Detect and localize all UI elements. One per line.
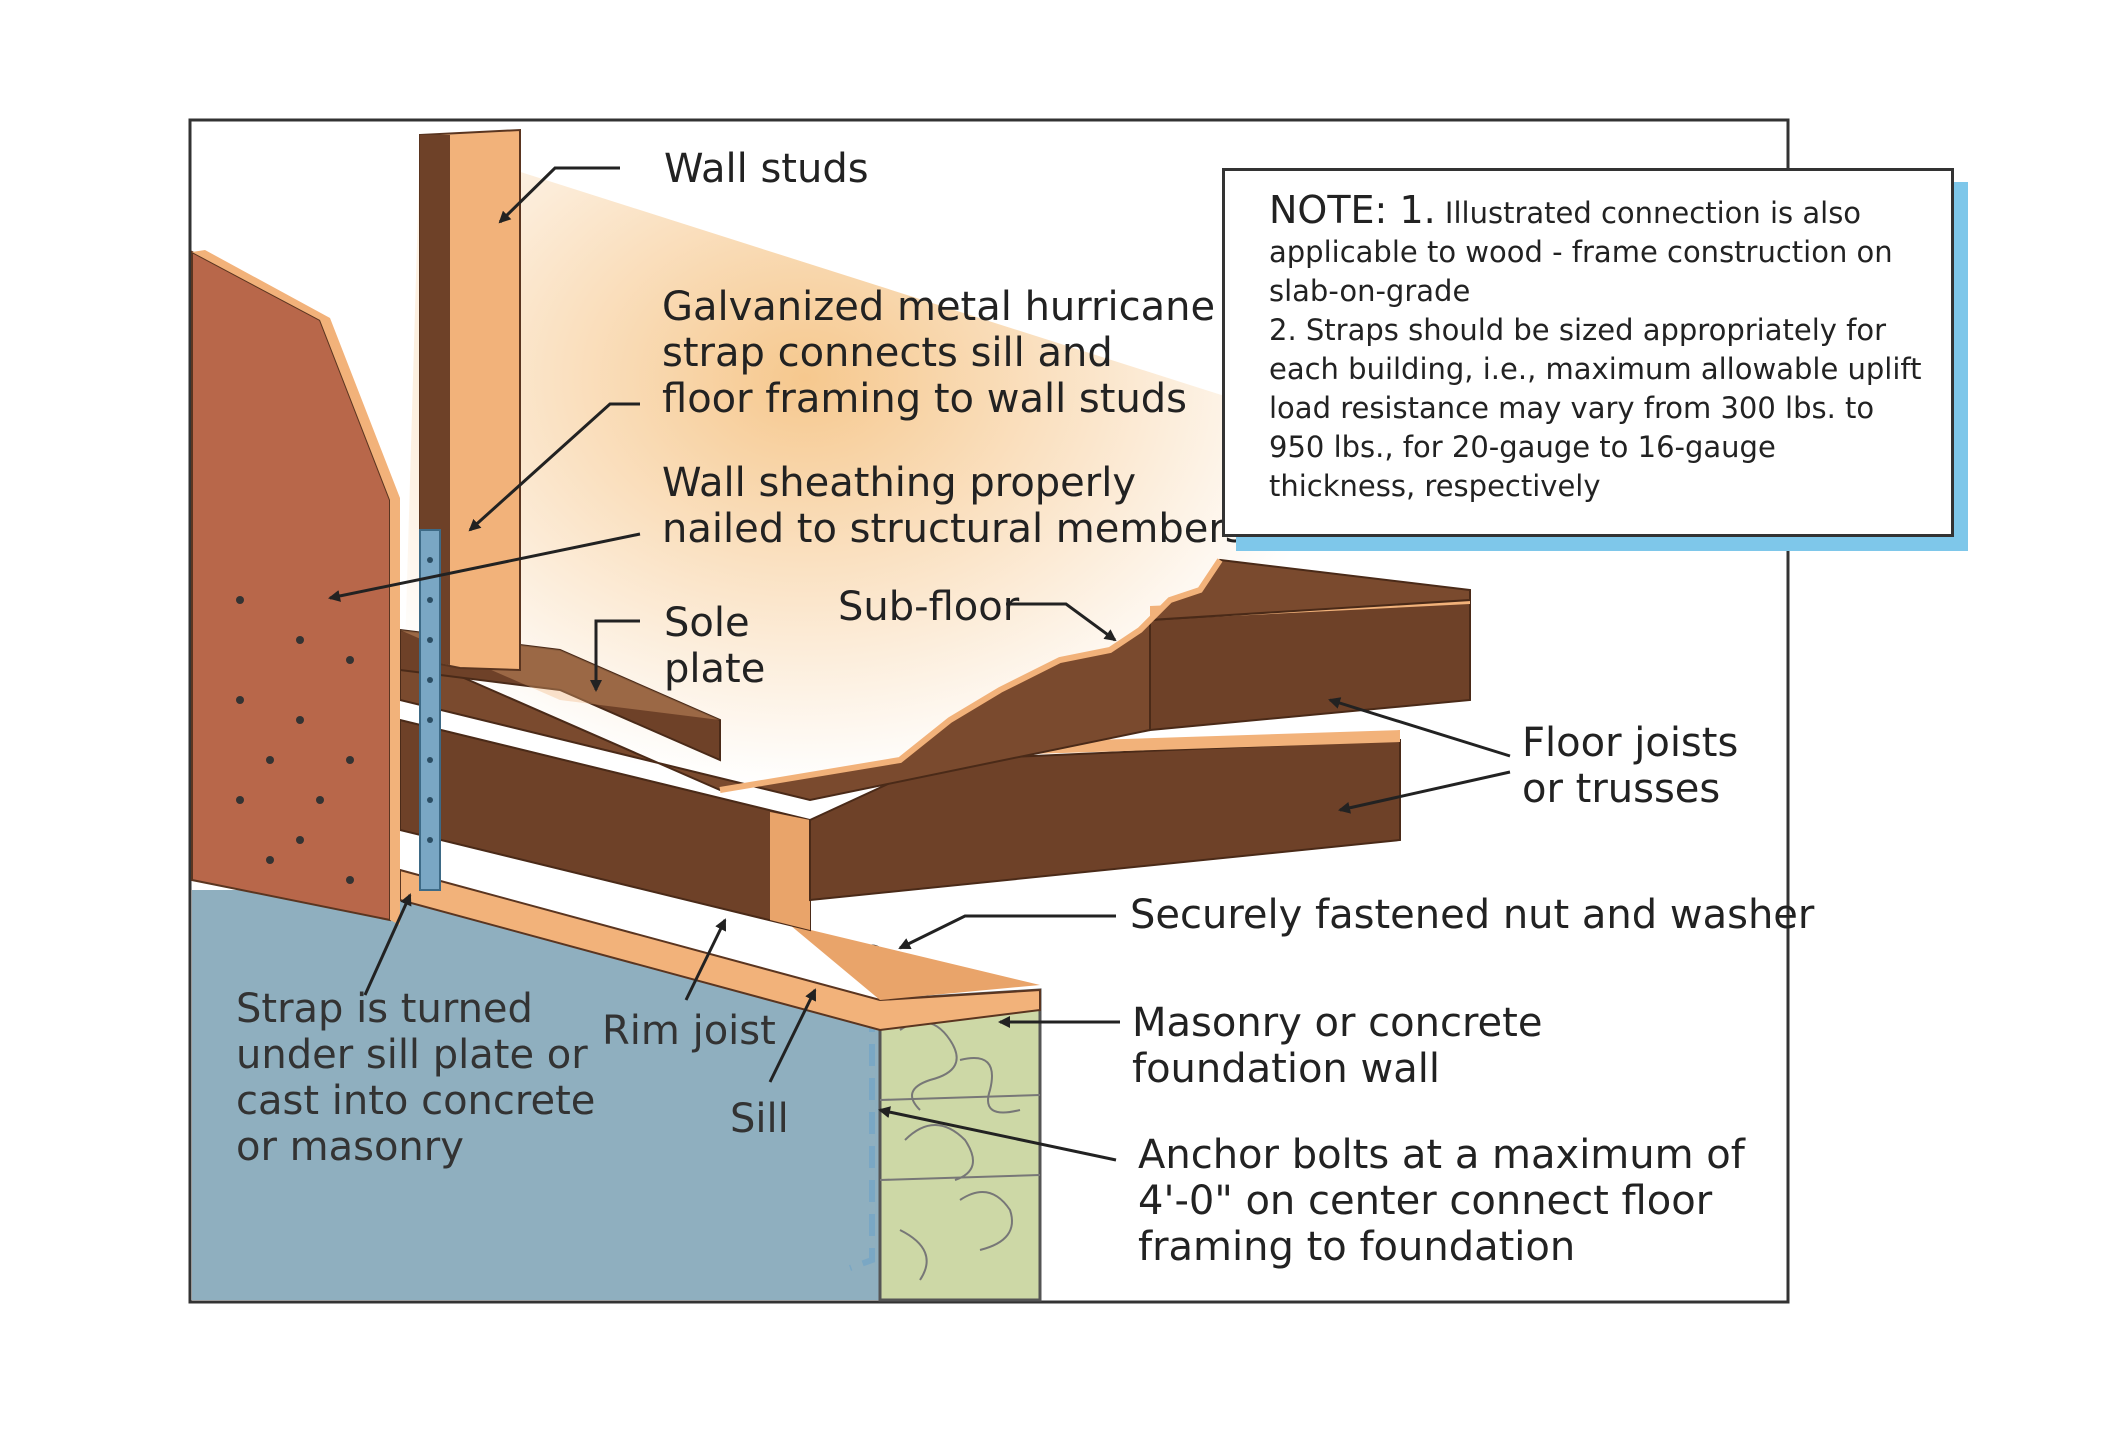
- label-strap-turned: Strap is turned under sill plate or cast…: [236, 986, 595, 1170]
- leader-lines: [328, 166, 1511, 1162]
- note-line: thickness, respectively: [1269, 469, 1601, 503]
- label-line: strap connects sill and: [662, 330, 1113, 376]
- label-line: or masonry: [236, 1124, 464, 1170]
- label-line: foundation wall: [1132, 1046, 1440, 1092]
- label-foundation-wall: Masonry or concrete foundation wall: [1132, 1000, 1542, 1092]
- note-line: each building, i.e., maximum allowable u…: [1269, 352, 1922, 386]
- anchor-bolt: [848, 1010, 875, 1271]
- label-anchor-bolts: Anchor bolts at a maximum of 4'-0" on ce…: [1138, 1132, 1745, 1270]
- label-line: cast into concrete: [236, 1078, 596, 1124]
- label-line: Galvanized metal hurricane: [662, 284, 1216, 330]
- note-line: load resistance may vary from 300 lbs. t…: [1269, 391, 1875, 425]
- hurricane-strap: [419, 529, 441, 891]
- foundation-wall: [878, 988, 1042, 1302]
- label-nut-washer: Securely fastened nut and washer: [1130, 892, 1815, 938]
- label-line: Wall sheathing properly: [662, 460, 1137, 506]
- ground-area: [192, 890, 880, 1300]
- note-text: Illustrated connection is also: [1444, 196, 1862, 230]
- note-line: applicable to wood - frame construction …: [1269, 235, 1893, 269]
- note-heading: NOTE: 1.: [1269, 188, 1436, 232]
- label-line: Sole: [664, 600, 750, 646]
- label-sub-floor: Sub-floor: [838, 584, 1020, 630]
- label-line: Strap is turned: [236, 986, 533, 1032]
- label-rim-joist: Rim joist: [602, 1008, 776, 1054]
- label-line: 4'-0" on center connect floor: [1138, 1178, 1713, 1224]
- label-line: framing to foundation: [1138, 1224, 1576, 1270]
- label-line: under sill plate or: [236, 1032, 588, 1078]
- label-sole-plate: Sole plate: [664, 600, 765, 692]
- background-glow: [400, 140, 1300, 820]
- label-sill: Sill: [730, 1096, 789, 1142]
- label-line: plate: [664, 646, 766, 692]
- label-hurricane-strap: Galvanized metal hurricane strap connect…: [662, 284, 1215, 422]
- note-line-1: NOTE: 1. Illustrated connection is also: [1269, 191, 1929, 233]
- sheathing-nails: [236, 596, 354, 884]
- label-line: Floor joists: [1522, 720, 1739, 766]
- label-line: or trusses: [1522, 766, 1721, 812]
- note-box: NOTE: 1. Illustrated connection is also …: [1222, 168, 1954, 537]
- label-line: Anchor bolts at a maximum of: [1138, 1132, 1745, 1178]
- label-line: nailed to structural members: [662, 506, 1246, 552]
- label-line: floor framing to wall studs: [662, 376, 1188, 422]
- label-floor-joists: Floor joists or trusses: [1522, 720, 1738, 812]
- note-line: slab-on-grade: [1269, 274, 1471, 308]
- label-line: Masonry or concrete: [1132, 1000, 1543, 1046]
- note-line: 950 lbs., for 20-gauge to 16-gauge: [1269, 430, 1776, 464]
- label-wall-sheathing: Wall sheathing properly nailed to struct…: [662, 460, 1246, 552]
- note-line: 2. Straps should be sized appropriately …: [1269, 313, 1887, 347]
- label-wall-studs: Wall studs: [664, 146, 869, 192]
